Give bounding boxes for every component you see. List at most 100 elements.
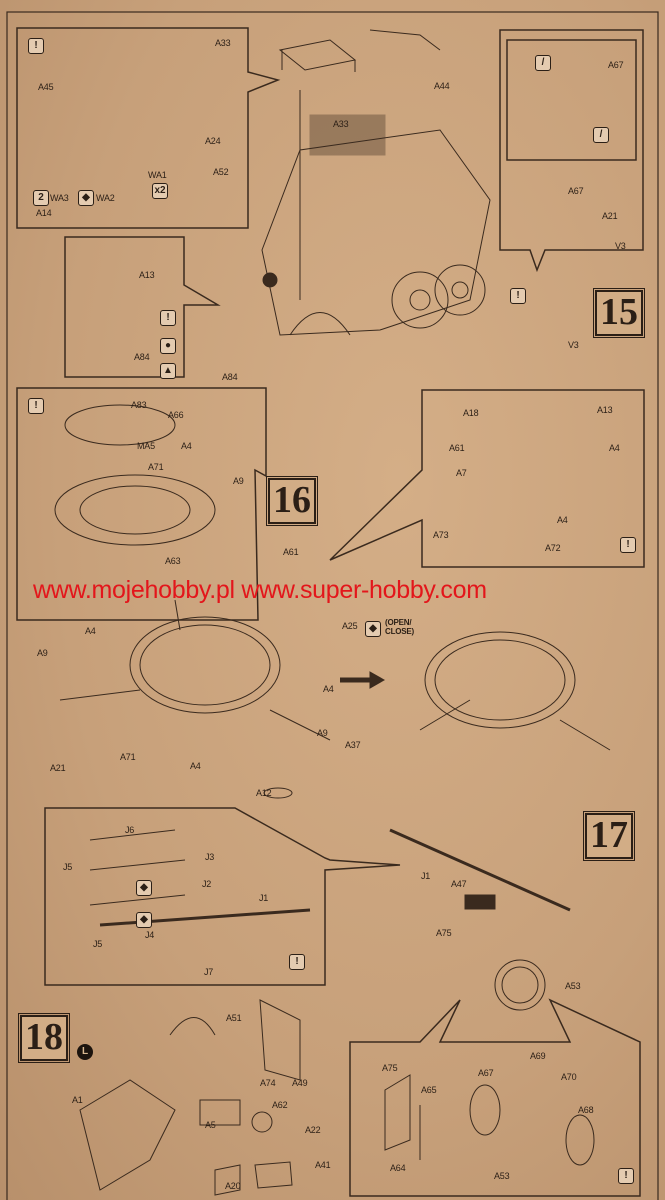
part-label: A47 (451, 879, 467, 889)
inset-frame-15a (16, 27, 281, 229)
step-number-15: 15 (593, 288, 645, 338)
part-label: A4 (609, 443, 620, 453)
page-border (6, 11, 659, 1200)
l-marker-icon: L (77, 1044, 93, 1060)
part-label: A66 (168, 410, 184, 420)
paint-icon: ! (620, 537, 636, 553)
part-label: A49 (292, 1078, 308, 1088)
part-label: A71 (148, 462, 164, 472)
glue-icon: ● (160, 338, 176, 354)
part-label: J3 (205, 852, 215, 862)
inset-frame-15c-inner (506, 39, 637, 161)
part-label: A52 (213, 167, 229, 177)
cement-icon: / (593, 127, 609, 143)
inset-frame-16a (16, 387, 267, 621)
part-label: V3 (568, 340, 579, 350)
part-label: A12 (256, 788, 272, 798)
part-label: WA2 (96, 193, 115, 203)
x2-icon: x2 (152, 183, 168, 199)
part-label: A53 (565, 981, 581, 991)
part-label: A53 (494, 1171, 510, 1181)
part-label: A24 (205, 136, 221, 146)
part-label: A67 (478, 1068, 494, 1078)
flip-icon: ▲ (160, 363, 176, 379)
flip-icon: ◆ (365, 621, 381, 637)
paint-icon: ! (618, 1168, 634, 1184)
part-label: A63 (165, 556, 181, 566)
part-label: A61 (449, 443, 465, 453)
paint-icon: ! (289, 954, 305, 970)
part-label: J6 (125, 825, 135, 835)
watermark-text: www.mojehobby.pl www.super-hobby.com (33, 576, 487, 604)
part-label: A4 (557, 515, 568, 525)
part-label: A45 (38, 82, 54, 92)
part-label: J5 (93, 939, 103, 949)
part-label: A13 (139, 270, 155, 280)
part-label: A21 (602, 211, 618, 221)
flip-icon: ◆ (136, 880, 152, 896)
part-label: A70 (561, 1072, 577, 1082)
part-label: A71 (120, 752, 136, 762)
part-label: A69 (530, 1051, 546, 1061)
part-label: A4 (85, 626, 96, 636)
step-number-18: 18 (18, 1013, 70, 1063)
part-label: A7 (456, 468, 467, 478)
gun-drawings (89, 828, 595, 1166)
part-label: A64 (390, 1163, 406, 1173)
part-label: A67 (568, 186, 584, 196)
part-label: A33 (333, 119, 349, 129)
vehicle-drawing (261, 29, 491, 336)
paint-icon: ! (510, 288, 526, 304)
part-label: A5 (205, 1120, 216, 1130)
part-label: J1 (259, 893, 269, 903)
part-label: J1 (421, 871, 431, 881)
part-label: A84 (134, 352, 150, 362)
part-label: A25 (342, 621, 358, 631)
inset-frame-15c (499, 29, 644, 273)
inset-frame-17b (349, 998, 641, 1197)
mount-drawings (79, 999, 301, 1196)
paint-icon: ! (160, 310, 176, 326)
part-label: A4 (190, 761, 201, 771)
part-label: A61 (283, 547, 299, 557)
part-label: A9 (317, 728, 328, 738)
paint-icon: ! (28, 398, 44, 414)
step-number-17: 17 (583, 811, 635, 861)
part-label: A75 (382, 1063, 398, 1073)
paint-icon: ! (28, 38, 44, 54)
part-label: WA1 (148, 170, 167, 180)
flip-icon: ◆ (136, 912, 152, 928)
part-label: A18 (463, 408, 479, 418)
inset-frame-15b (64, 236, 221, 378)
part-label: WA3 (50, 193, 69, 203)
inset-frame-17a (44, 807, 401, 986)
part-label: A73 (433, 530, 449, 540)
cement-icon: / (535, 55, 551, 71)
part-label: V3 (615, 241, 626, 251)
part-label: A68 (578, 1105, 594, 1115)
part-label: A84 (222, 372, 238, 382)
part-label: J5 (63, 862, 73, 872)
x2-icon: 2 (33, 190, 49, 206)
part-label: J2 (202, 879, 212, 889)
part-label: A13 (597, 405, 613, 415)
part-label: A72 (545, 543, 561, 553)
part-label: A62 (272, 1100, 288, 1110)
part-label: A74 (260, 1078, 276, 1088)
part-label: MA5 (137, 441, 155, 451)
part-label: A67 (608, 60, 624, 70)
part-label: A83 (131, 400, 147, 410)
part-label: A75 (436, 928, 452, 938)
part-label: A4 (181, 441, 192, 451)
part-label: A65 (421, 1085, 437, 1095)
part-label: J7 (204, 967, 214, 977)
open-close-note: (OPEN/ CLOSE) (385, 618, 415, 636)
part-label: A1 (72, 1095, 83, 1105)
inset-frame-16b (329, 389, 645, 568)
part-label: A41 (315, 1160, 331, 1170)
part-label: A21 (50, 763, 66, 773)
part-label: A33 (215, 38, 231, 48)
part-label: A51 (226, 1013, 242, 1023)
